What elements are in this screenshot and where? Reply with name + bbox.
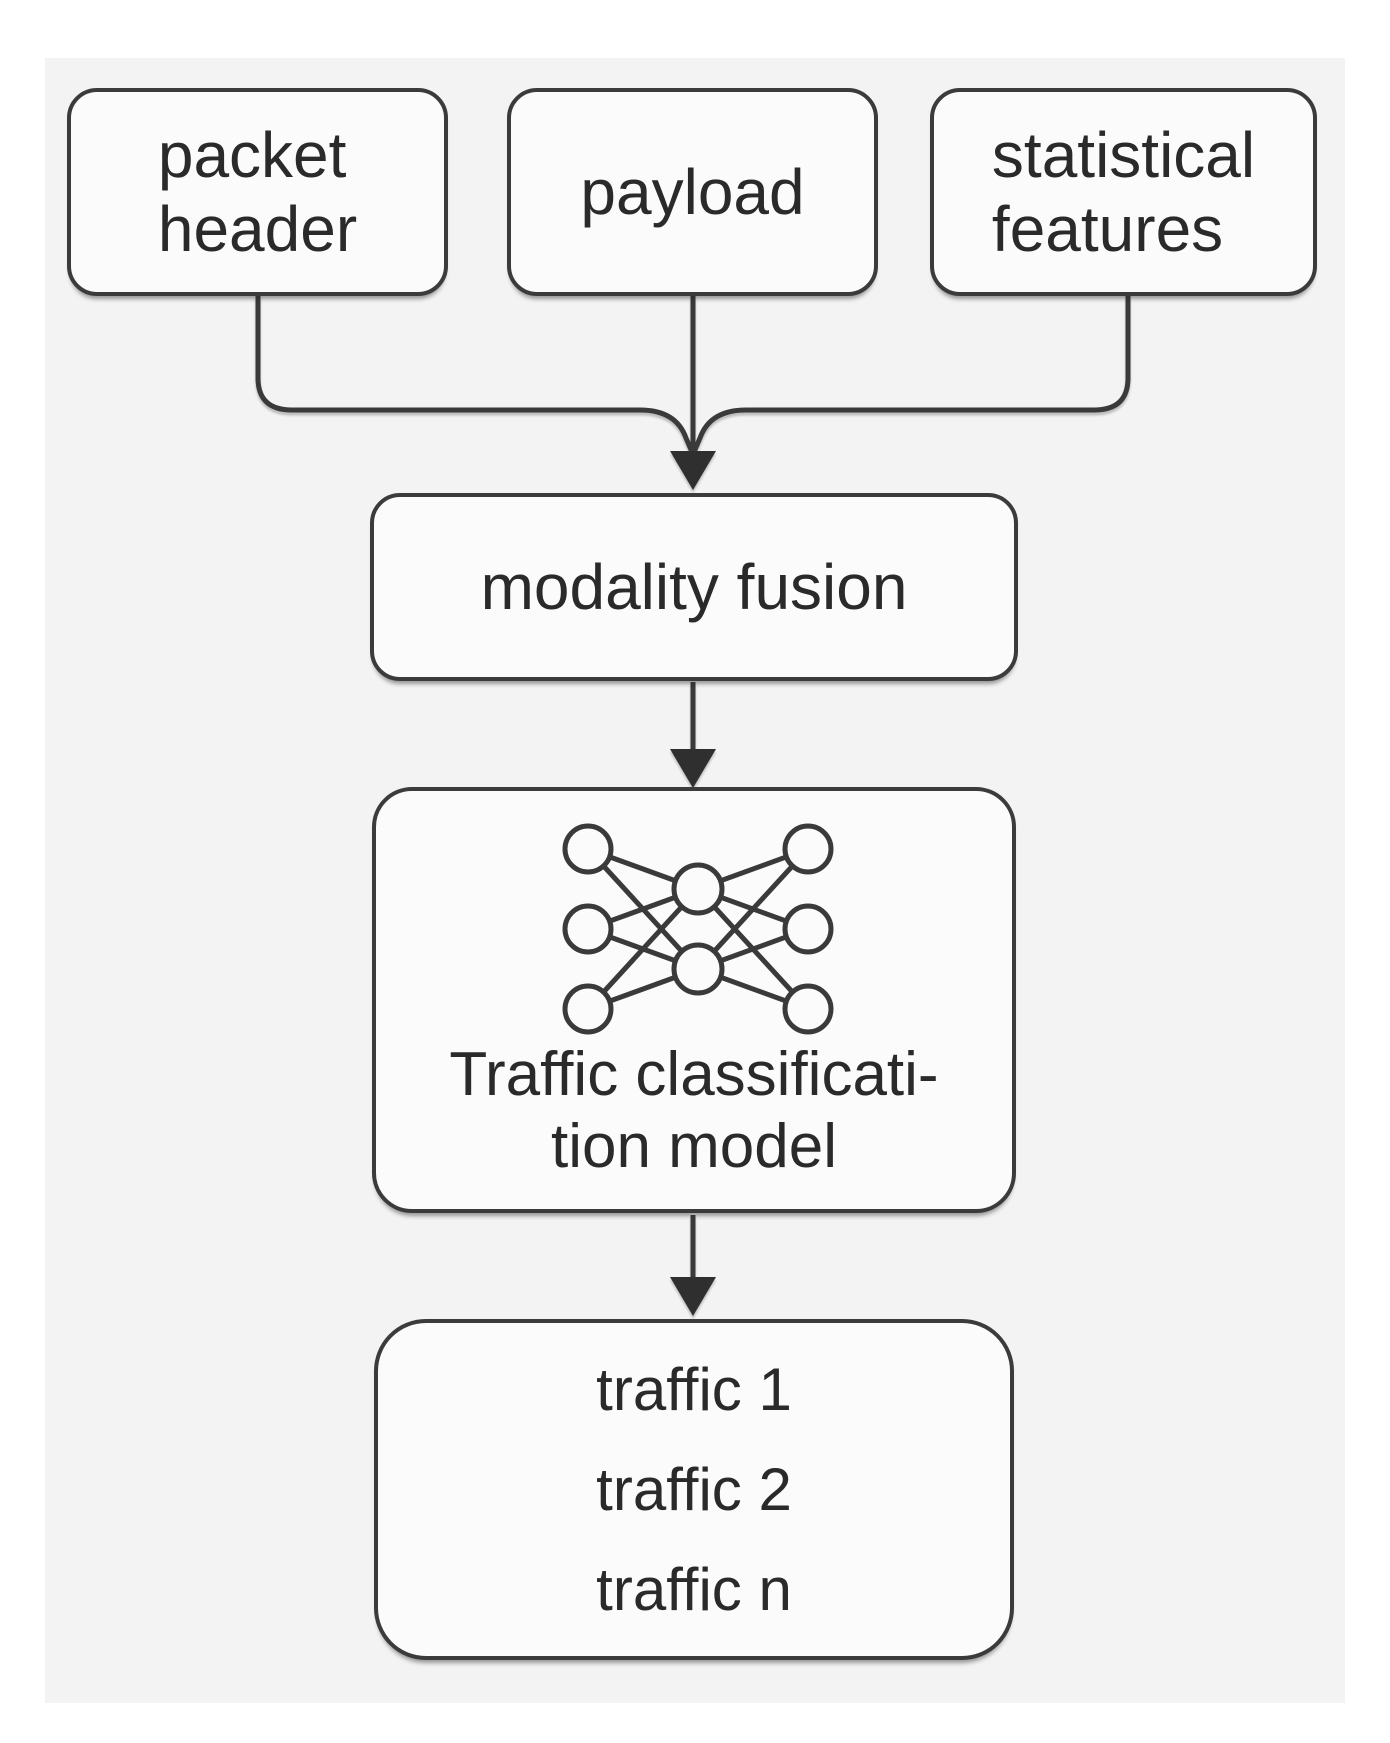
node-label-line: statistical <box>991 119 1256 191</box>
nn-hidden-layer <box>671 862 725 996</box>
node-label-line: modality fusion <box>480 551 908 623</box>
neural-network-icon <box>562 823 834 1035</box>
classifier-to-outputs-arrow <box>670 1215 716 1316</box>
merge-connector <box>255 296 1131 490</box>
node-label-line: Traffic classificati- <box>449 1040 939 1109</box>
node-label-line: header <box>157 193 358 265</box>
node-label-line: traffic 2 <box>596 1455 792 1523</box>
arrow-down-icon <box>670 451 716 490</box>
node-modality-fusion: modality fusion <box>370 493 1018 681</box>
node-payload: payload <box>507 88 878 296</box>
arrow-down-icon <box>670 749 716 788</box>
node-label-line: tion model <box>550 1112 838 1181</box>
node-label-line: traffic 1 <box>596 1355 792 1423</box>
nn-output-layer <box>782 823 834 1035</box>
node-packet-header: packet header <box>67 88 448 296</box>
node-label-line: packet <box>157 119 347 191</box>
node-traffic-outputs: traffic 1 traffic 2 traffic n <box>374 1319 1014 1660</box>
node-label-line: features <box>991 193 1224 265</box>
nn-input-layer <box>562 823 614 1035</box>
node-traffic-classification-model: Traffic classificati- tion model <box>372 787 1016 1213</box>
edge-statistical-features-to-fusion <box>691 296 1131 453</box>
node-statistical-features: statistical features <box>930 88 1317 296</box>
node-label-line: payload <box>580 156 805 228</box>
node-label-line: traffic n <box>596 1555 792 1623</box>
fusion-to-classifier-arrow <box>670 682 716 788</box>
edge-packet-header-to-fusion <box>255 296 695 453</box>
arrow-down-icon <box>670 1277 716 1316</box>
